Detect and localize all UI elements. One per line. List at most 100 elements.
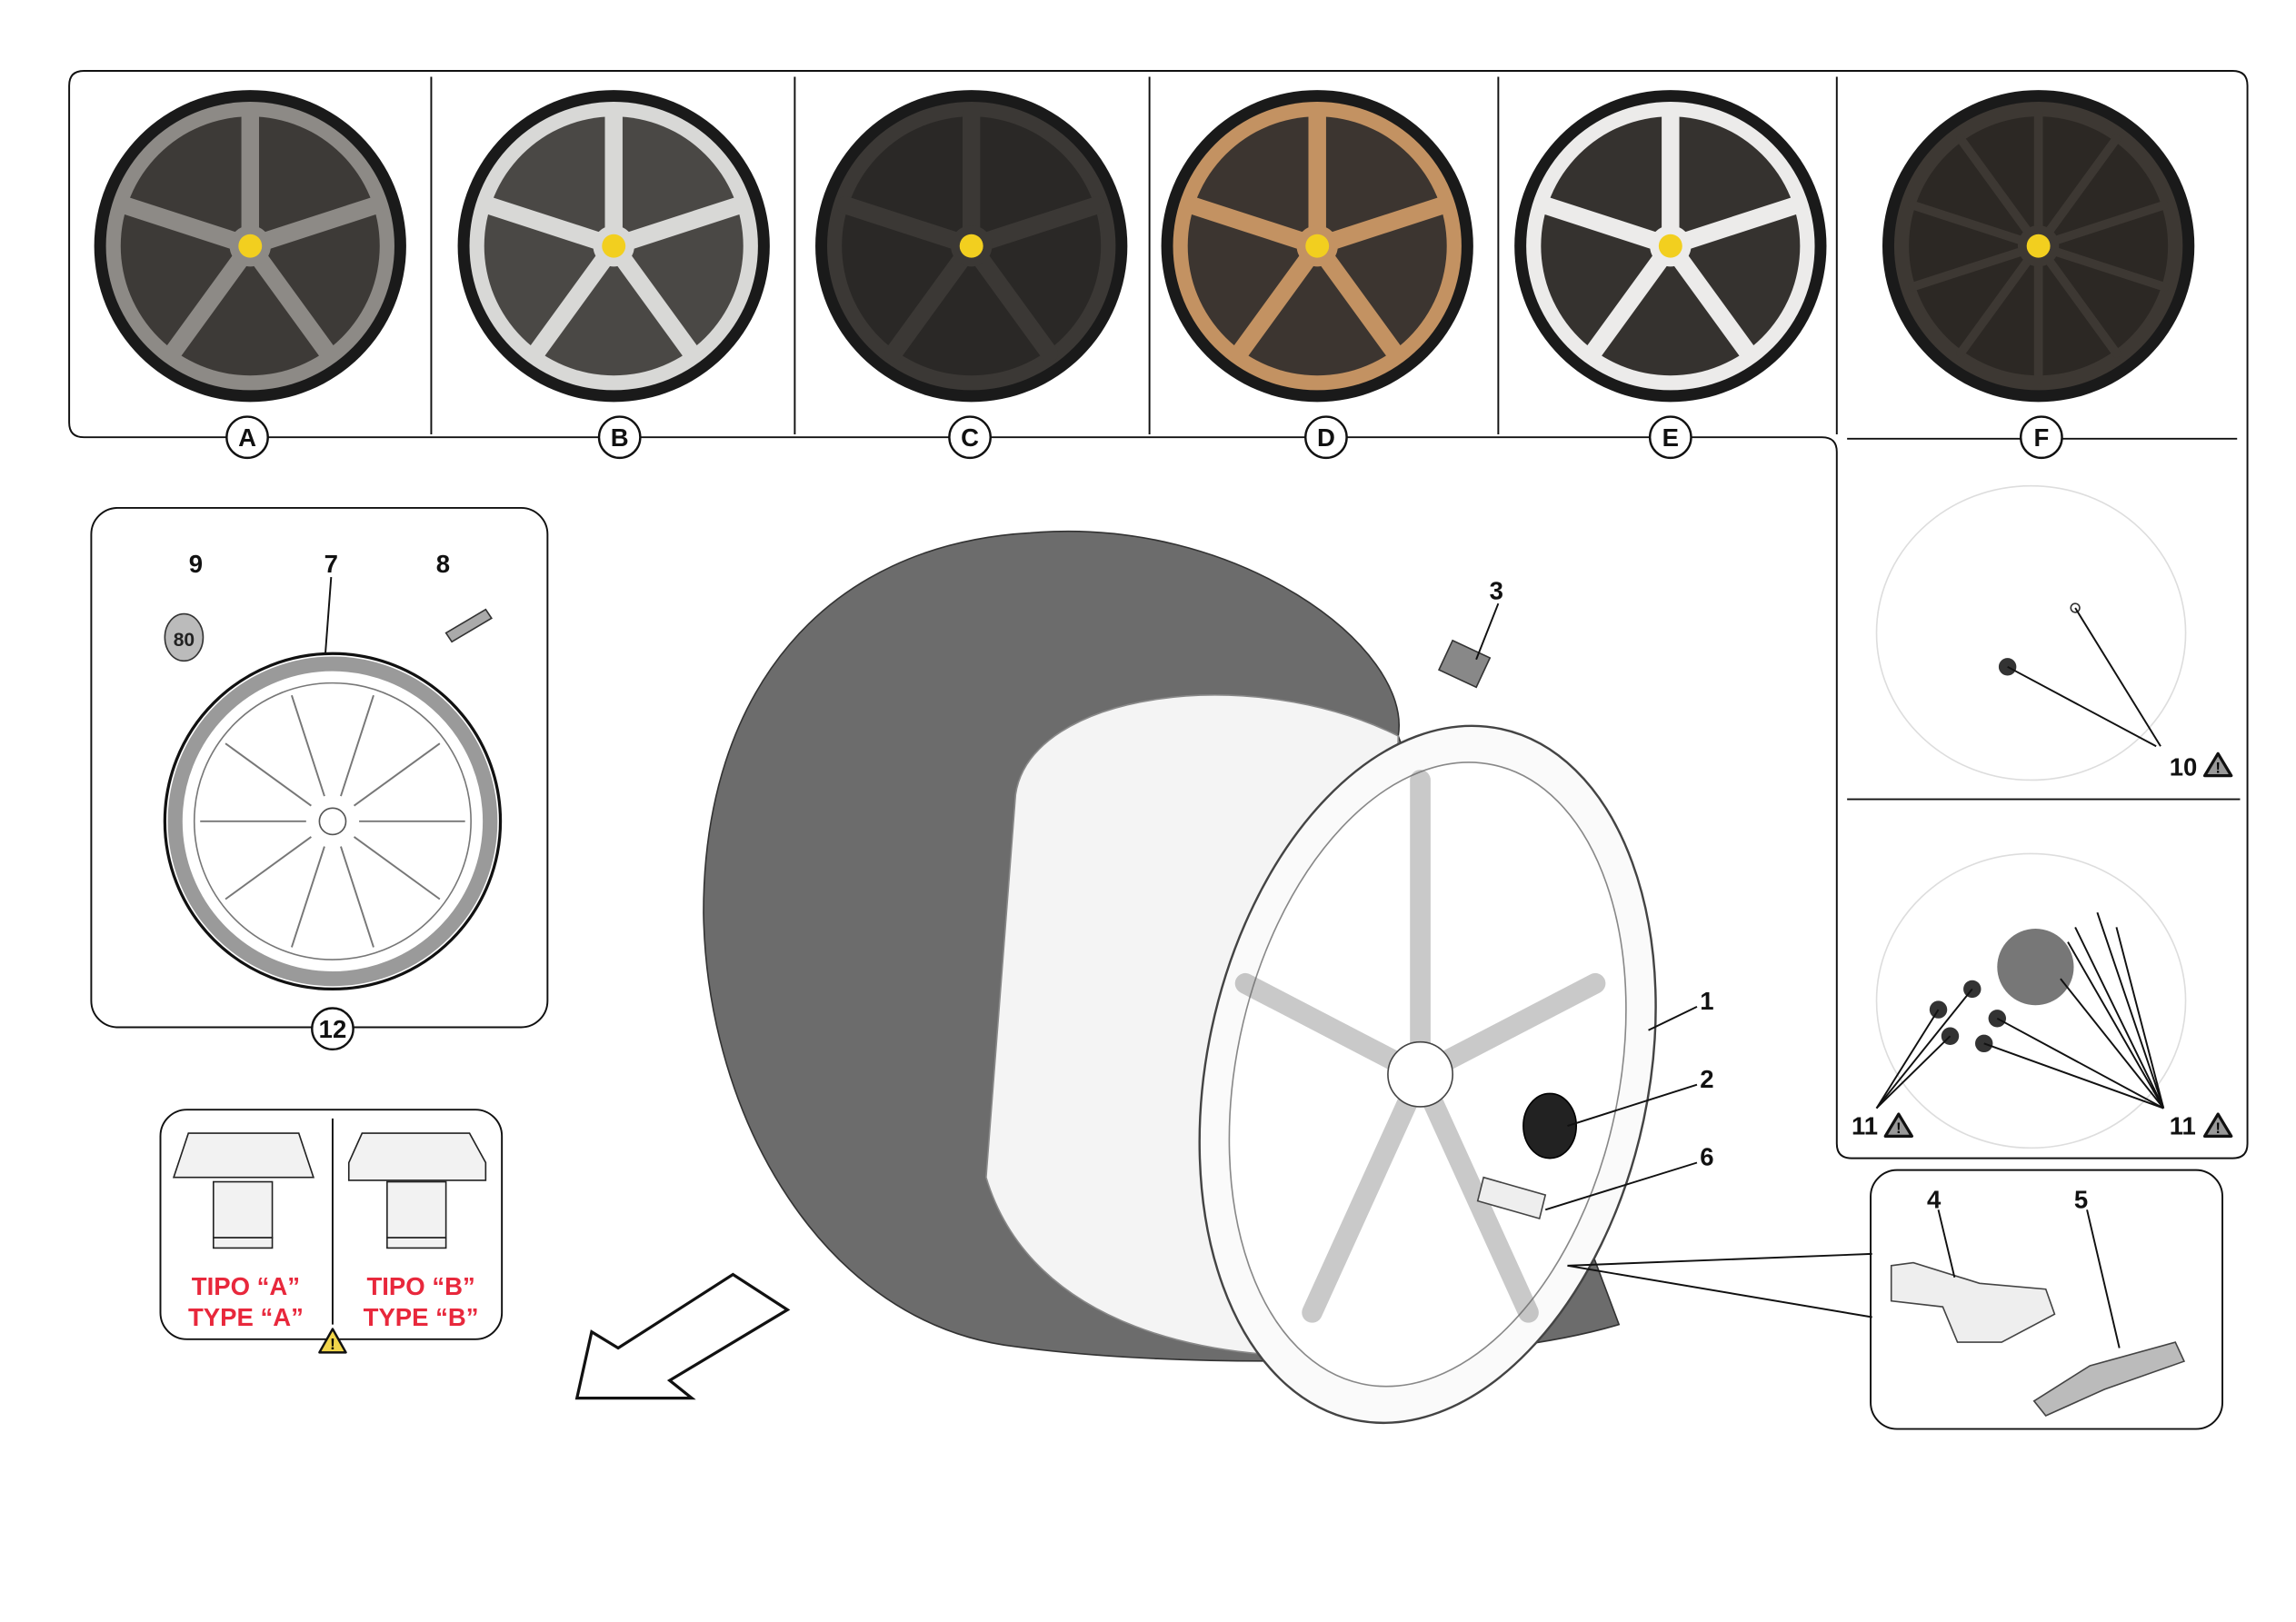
spoke — [1308, 195, 1452, 255]
spoke — [241, 236, 337, 363]
wheel-variant-e: E — [1514, 90, 1827, 460]
callout-6: 6 — [1700, 1143, 1713, 1171]
type-a-label-en: TYPE “A” — [188, 1303, 304, 1331]
spoke — [2033, 200, 2170, 251]
spoke — [1230, 236, 1326, 363]
spoke — [884, 236, 981, 363]
variant-label-circle — [597, 415, 642, 460]
spoke — [1956, 134, 2043, 251]
spoke — [526, 236, 623, 363]
balance-weight — [1437, 639, 1492, 689]
cap-type-b — [347, 1132, 487, 1249]
spoke — [353, 836, 441, 901]
spoke — [1410, 1064, 1539, 1323]
callout-5: 5 — [2074, 1186, 2088, 1214]
spoke — [604, 195, 749, 255]
callout-11-right: 11 — [2170, 1112, 2196, 1140]
wheel-variant-f: F — [1882, 90, 2195, 460]
callout-2: 2 — [1700, 1065, 1713, 1093]
spoke — [1908, 241, 2043, 292]
variant-label-circle — [948, 415, 992, 460]
callout-9: 9 — [189, 550, 203, 578]
spoke — [604, 236, 701, 363]
wheel-variant-b: B — [457, 90, 770, 460]
tpms-valve — [2032, 1341, 2186, 1417]
type-b-label-en: TYPE “B” — [364, 1303, 479, 1331]
spoke — [1908, 200, 2043, 251]
spoke — [1662, 236, 1758, 363]
warning-triangle-icon: ! — [2202, 1112, 2233, 1138]
spoke — [290, 846, 325, 948]
bolt-panel-lower — [1875, 852, 2187, 1149]
spoke — [225, 836, 312, 901]
spoke — [1182, 195, 1326, 255]
variant-label-circle — [1648, 415, 1692, 460]
spoke — [340, 694, 374, 797]
spoke — [225, 742, 312, 807]
badge-text: 80 — [174, 630, 195, 651]
svg-text:!: ! — [1896, 1120, 1901, 1137]
variant-label: F — [2033, 423, 2049, 452]
tpms-sensor-box — [1870, 1169, 2224, 1430]
center-cap — [1522, 1092, 1578, 1159]
spoke — [1583, 236, 1680, 363]
spoke — [1308, 236, 1404, 363]
spoke — [241, 195, 385, 255]
logo-badge-icon — [959, 234, 983, 258]
main-wheel-assembly — [703, 531, 1657, 1425]
callout-1: 1 — [1700, 987, 1713, 1015]
spoke — [1956, 241, 2043, 358]
spoke — [290, 694, 325, 797]
spoke — [1662, 195, 1806, 255]
callout-7: 7 — [324, 550, 338, 578]
wheel-variant-d: D — [1161, 90, 1473, 460]
svg-text:!: ! — [330, 1335, 335, 1353]
callout-4: 4 — [1927, 1186, 1942, 1214]
spoke — [478, 195, 623, 255]
spoke — [163, 236, 259, 363]
logo-badge-icon — [238, 234, 263, 258]
type-a-label-it: TIPO “A” — [192, 1272, 300, 1300]
wheel-variant-a: A — [94, 90, 406, 460]
logo-badge-icon — [1305, 234, 1330, 258]
logo-badge-icon — [602, 234, 626, 258]
valve-part — [444, 608, 493, 643]
bolt-panel-upper — [1875, 484, 2187, 781]
callout-12: 12 — [319, 1015, 347, 1043]
spoke — [2033, 241, 2170, 292]
spoke — [1535, 195, 1680, 255]
spoke — [962, 195, 1107, 255]
spare-wheel — [163, 576, 503, 991]
spoke — [2033, 241, 2121, 358]
spoke — [1302, 1064, 1431, 1323]
warning-triangle-icon: ! — [318, 1328, 347, 1354]
variant-label: E — [1662, 423, 1679, 452]
logo-badge-icon — [1658, 234, 1682, 258]
direction-arrow-icon — [574, 1272, 791, 1400]
cap-type-a — [172, 1132, 315, 1249]
variant-label-circle — [225, 415, 269, 460]
valve-badge: 80 — [164, 612, 205, 662]
variant-label: C — [961, 423, 979, 452]
spoke — [962, 236, 1059, 363]
variant-label: A — [238, 423, 256, 452]
callout-11-left: 11 — [1852, 1112, 1878, 1140]
variant-label-circle — [1304, 415, 1348, 460]
variant-label-circle — [2019, 415, 2063, 460]
variant-label: D — [1317, 423, 1335, 452]
spoke — [2033, 134, 2121, 251]
logo-badge-icon — [2026, 234, 2051, 258]
callout-10: 10 — [2170, 753, 2198, 781]
variants-frame — [68, 70, 2249, 1159]
spoke — [115, 195, 259, 255]
callout-8: 8 — [436, 550, 450, 578]
svg-text:!: ! — [2215, 1120, 2220, 1137]
main-leaders — [1475, 602, 1872, 1318]
warning-triangle-icon: ! — [2202, 751, 2233, 778]
spoke — [836, 195, 981, 255]
wheel-variant-c: C — [815, 90, 1128, 460]
svg-text:!: ! — [2215, 760, 2220, 776]
variant-label: B — [611, 423, 629, 452]
spoke — [340, 846, 374, 948]
